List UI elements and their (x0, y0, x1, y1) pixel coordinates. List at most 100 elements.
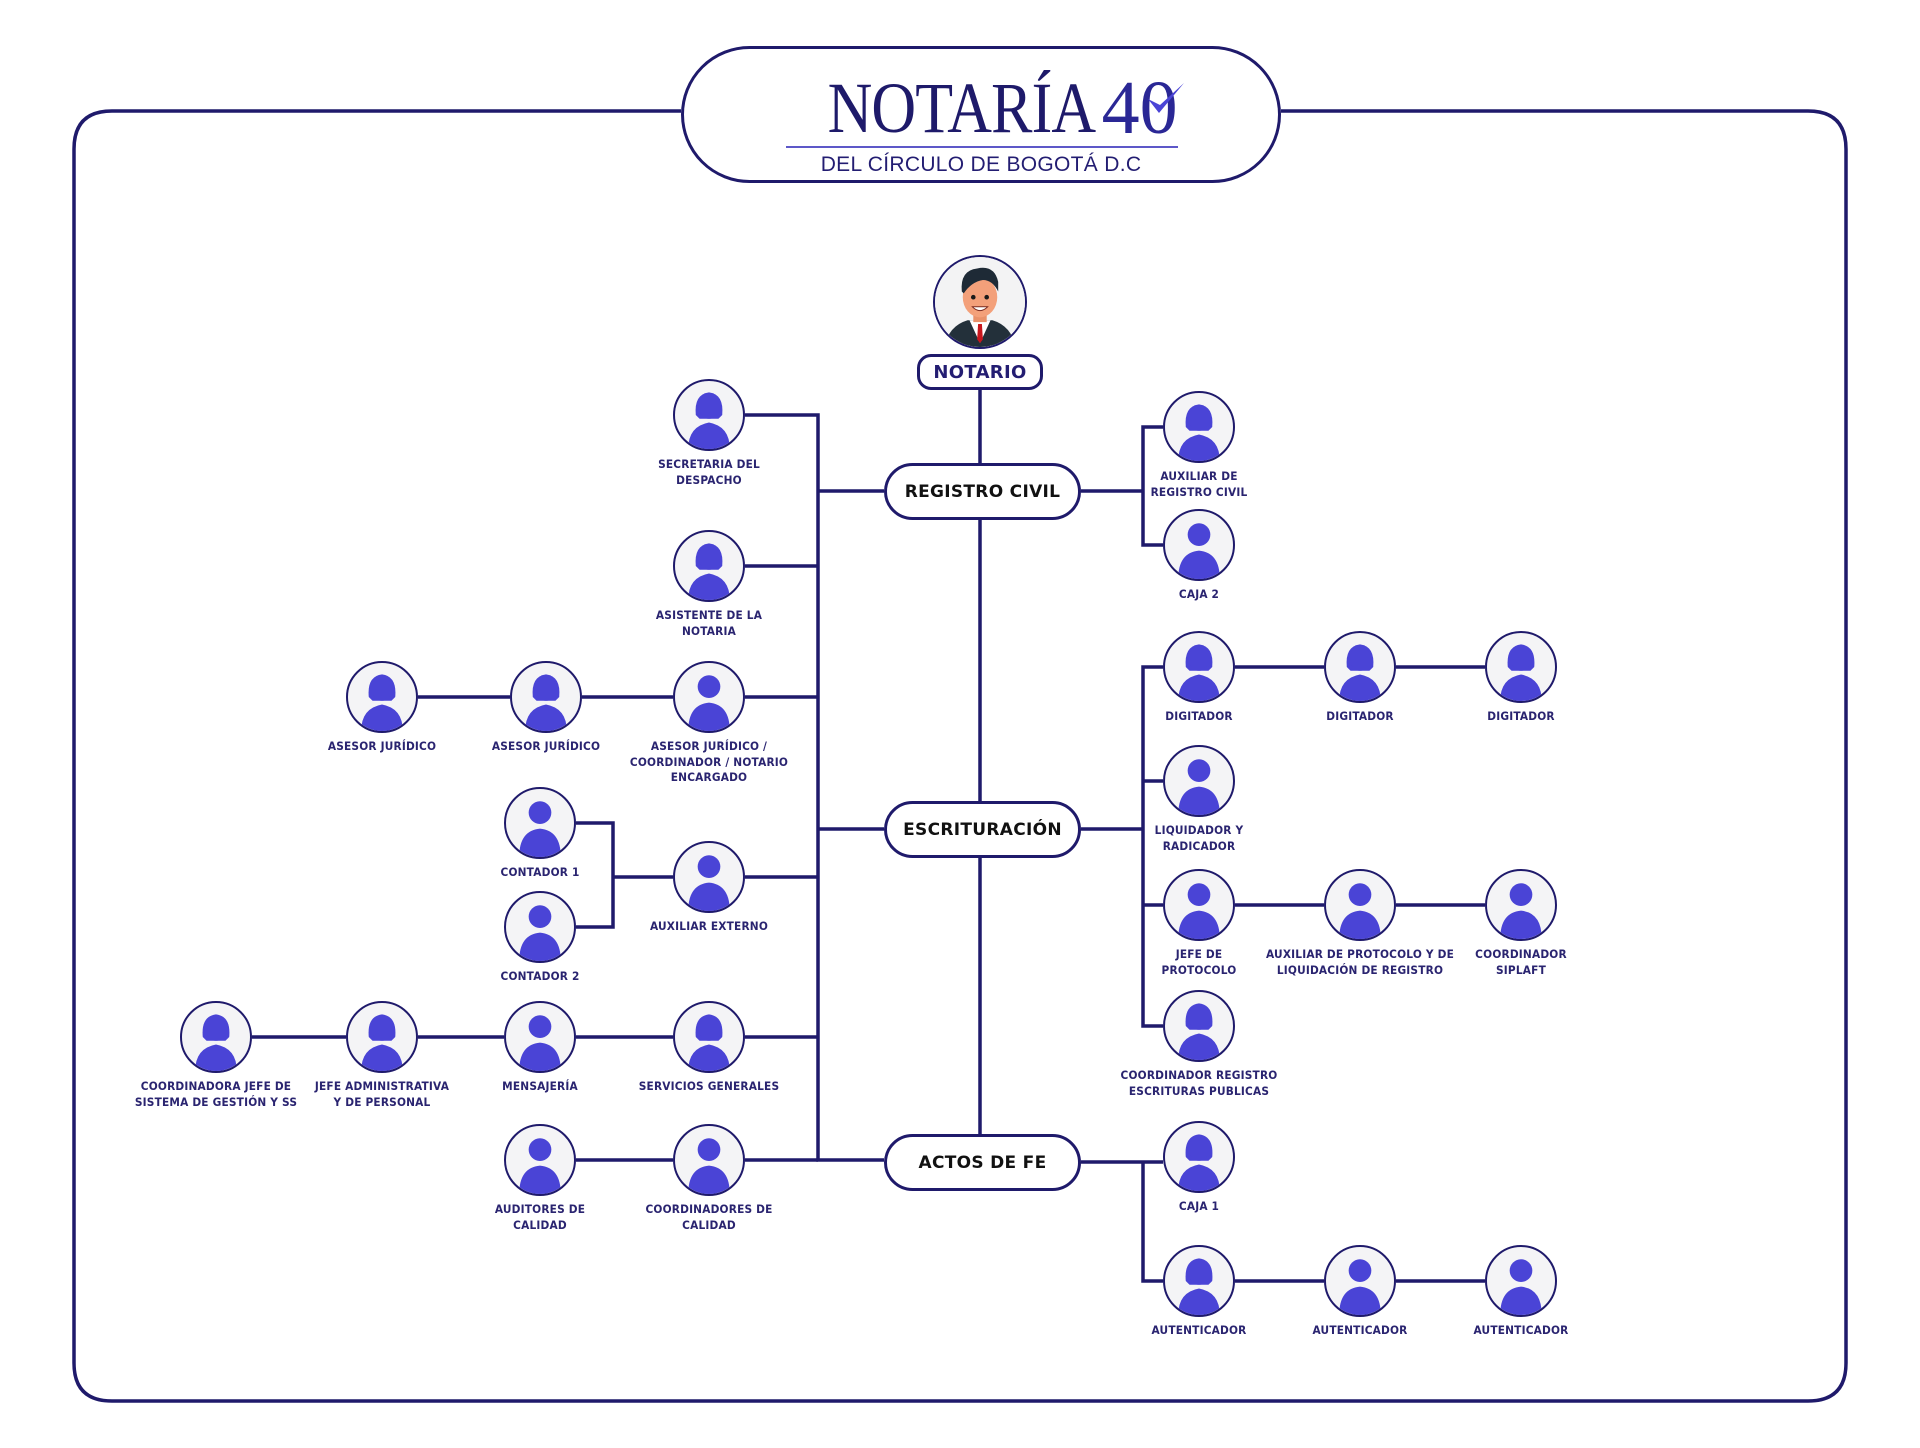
position-label-line: NOTARIA (682, 623, 736, 638)
male-user-icon (1163, 745, 1235, 817)
man-portrait-icon (933, 255, 1027, 349)
male-user-icon-glyph (688, 675, 730, 731)
position-label-line: ESCRITURAS PUBLICAS (1128, 1083, 1270, 1098)
position-label-line: LIQUIDADOR Y (1154, 823, 1244, 837)
female-user-icon (1163, 1121, 1235, 1193)
position-label-line: SERVICIOS GENERALES (638, 1079, 780, 1093)
position-label-line: DIGITADOR (1326, 709, 1394, 723)
male-user-icon (1324, 869, 1396, 941)
male-user-icon-glyph (519, 1015, 561, 1071)
position-label-line: DIGITADOR (1165, 709, 1233, 723)
female-user-icon-glyph (1178, 404, 1220, 461)
female-user-icon-glyph (688, 392, 730, 449)
position-label: ASESOR JURÍDICO (445, 739, 647, 755)
brand-subtitle: DEL CÍRCULO DE BOGOTÁ D.C (820, 153, 1142, 176)
male-user-icon-glyph (519, 801, 561, 857)
male-user-icon-glyph (1500, 1259, 1542, 1315)
position-label-line: JEFE ADMINISTRATIVA (314, 1079, 450, 1093)
female-user-icon (1163, 990, 1235, 1062)
position-label-line: CONTADOR 1 (500, 865, 580, 879)
female-user-icon-glyph (361, 674, 403, 731)
position-label-line: CAJA 1 (1178, 1199, 1220, 1213)
unit-escrituracion[interactable]: ESCRITURACIÓN (884, 801, 1081, 858)
female-user-icon-glyph (688, 1014, 730, 1071)
position-label-line: AUDITORES DE (494, 1202, 586, 1216)
male-user-icon-glyph (519, 1138, 561, 1194)
root-position-notario[interactable]: NOTARIO (917, 354, 1043, 390)
position-label-line: ASESOR JURÍDICO (327, 739, 437, 753)
male-user-icon-glyph (1500, 883, 1542, 939)
female-user-icon-glyph (195, 1014, 237, 1071)
position-label-line: COORDINADOR (1475, 947, 1567, 961)
position-label-line: AUTENTICADOR (1312, 1323, 1408, 1337)
position-label-line: SISTEMA DE GESTIÓN Y SS (134, 1094, 298, 1109)
actos-right-bus (1141, 1162, 1163, 1283)
female-user-icon (180, 1001, 252, 1073)
position-label-line: CONTADOR 2 (500, 969, 580, 983)
male-user-icon (504, 891, 576, 963)
position-label: DIGITADOR (1420, 709, 1622, 725)
position-label-line: SECRETARIA DEL (658, 457, 760, 471)
left-bus (745, 413, 884, 1162)
position-label-line: ASESOR JURÍDICO / (650, 739, 768, 753)
position-label-line: CALIDAD (513, 1217, 567, 1232)
position-label-line: COORDINADORES DE (645, 1202, 773, 1216)
position-label-line: PROTOCOLO (1161, 962, 1237, 977)
position-label-line: DIGITADOR (1487, 709, 1555, 723)
outer-frame (72, 109, 1848, 1403)
position-label: AUTENTICADOR (1098, 1323, 1300, 1339)
female-user-icon-glyph (688, 543, 730, 600)
female-user-icon-glyph (1178, 1258, 1220, 1315)
position-label-line: AUXILIAR EXTERNO (649, 919, 769, 933)
position-label-line: ENCARGADO (670, 770, 748, 784)
female-user-icon (510, 661, 582, 733)
position-label-line: CAJA 2 (1178, 587, 1220, 601)
female-user-icon-glyph (1178, 1003, 1220, 1060)
branch-contadores (576, 821, 615, 929)
position-label-line: AUTENTICADOR (1151, 1323, 1247, 1337)
position-label: DIGITADOR (1259, 709, 1461, 725)
male-user-icon-glyph (1339, 1259, 1381, 1315)
position-label: CAJA 1 (1098, 1199, 1300, 1215)
position-label-line: AUTENTICADOR (1473, 1323, 1569, 1337)
male-user-icon-glyph (1178, 523, 1220, 579)
female-user-icon (346, 661, 418, 733)
position-label: ASESOR JURÍDICO (281, 739, 483, 755)
position-label-line: ASESOR JURÍDICO (491, 739, 601, 753)
position-label: CAJA 2 (1098, 587, 1300, 603)
unit-actos-de-fe[interactable]: ACTOS DE FE (884, 1134, 1081, 1191)
female-user-icon-glyph (1339, 644, 1381, 701)
male-user-icon (504, 1124, 576, 1196)
male-user-icon-glyph (519, 905, 561, 961)
male-user-icon (1324, 1245, 1396, 1317)
male-user-icon (1163, 869, 1235, 941)
position-label-line: MENSAJERÍA (502, 1079, 578, 1093)
checkmark-icon (1147, 83, 1184, 113)
position-label-line: AUXILIAR DE PROTOCOLO Y DE (1266, 947, 1454, 961)
male-user-icon (673, 1124, 745, 1196)
male-user-icon (504, 787, 576, 859)
female-user-icon-glyph (525, 674, 567, 731)
female-user-icon (1163, 1245, 1235, 1317)
unit-registro-civil[interactable]: REGISTRO CIVIL (884, 463, 1081, 520)
position-label: MENSAJERÍA (439, 1079, 641, 1095)
position-label: AUXILIAR EXTERNO (608, 919, 810, 935)
male-user-icon-glyph (688, 1138, 730, 1194)
female-user-icon (346, 1001, 418, 1073)
position-label: AUTENTICADOR (1420, 1323, 1622, 1339)
position-label-line: CALIDAD (682, 1217, 736, 1232)
position-label-line: ASISTENTE DE LA (655, 608, 763, 622)
position-label-line: AUXILIAR DE (1160, 469, 1238, 483)
position-label-line: Y DE PERSONAL (333, 1094, 431, 1109)
male-user-icon (673, 661, 745, 733)
male-user-icon (504, 1001, 576, 1073)
